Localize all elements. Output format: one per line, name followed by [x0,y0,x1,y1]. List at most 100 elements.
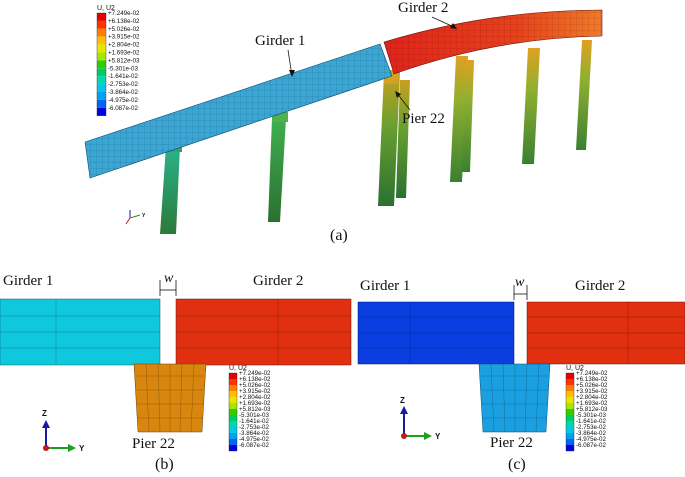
panel-b-gap-label: w [164,271,174,286]
legend-a-title: U, U2 [97,5,115,12]
legend-a-value: +7.249e-02 [108,10,140,17]
panel-a-axis-y: Y [142,213,146,219]
legend-a-swatch [97,107,106,116]
legend-b-swatch [229,415,237,421]
panel-a-girder2-arrowhead [450,23,457,29]
legend-b-value: -3.864e-02 [239,430,269,437]
panel-c-girder-mesh [358,302,685,364]
legend-c-value: +5.812e-03 [576,406,608,413]
legend-b-swatch [229,427,237,433]
legend-b-value: +5.812e-03 [239,406,271,413]
panel-c-girder1 [357,301,515,365]
panel-b-pier-label: Pier 22 [132,436,175,452]
pier-a-3 [378,72,400,206]
legend-c-swatch [566,433,574,439]
panel-a-girder2-label: Girder 2 [398,0,448,16]
legend-b-value: +1.693e-02 [239,400,271,407]
panel-c: Girder 1 Girder 2 w Z Y Pier 22 [357,275,685,473]
legend-c-value: +7.249e-02 [576,370,608,377]
legend-a: U, U2+7.249e-02+6.138e-02+5.026e-02+3.91… [96,5,140,116]
legend-a-value: +5.812e-03 [108,57,140,64]
legend-b-value: -2.753e-02 [239,424,269,431]
panel-a-piers [160,40,592,234]
legend-b-value: +6.138e-02 [239,376,271,383]
legend-c-value: +2.804e-02 [576,394,608,401]
legend-a-value: -1.641e-02 [108,73,138,80]
panel-b-girder2 [175,298,352,366]
legend-b-title: U, U2 [229,365,247,372]
legend-b: U, U2+7.249e-02+6.138e-02+5.026e-02+3.91… [228,365,271,452]
legend-c-swatch [566,409,574,415]
legend-b-swatch [229,439,237,445]
legend-a-swatch [97,44,106,53]
panel-c-caption: (c) [508,456,526,473]
panel-b-girder1 [0,298,161,366]
legend-a-swatch [97,36,106,45]
legend-c-swatch [566,385,574,391]
panel-b-pier [133,363,207,433]
panel-c-pier-label: Pier 22 [490,435,533,451]
legend-c-value: +3.915e-02 [576,388,608,395]
panel-c-girder2 [526,301,685,365]
panel-b: Girder 1 Girder 2 w Z Y Pier 22 [0,271,352,473]
legend-a-swatch [97,60,106,69]
panel-a: Girder 1 Girder 2 Pier 22 Y (a) [84,0,603,244]
panel-a-pier-arrowhead [395,91,401,98]
legend-a-value: +2.804e-02 [108,42,140,49]
legend-b-swatch [229,391,237,397]
pier-a-3b [396,80,410,198]
legend-c-title: U, U2 [566,365,584,372]
panel-c-axis-y: Y [435,432,441,441]
legend-c-swatch [566,427,574,433]
legend-c-swatch [566,439,574,445]
legend-a-swatch [97,99,106,108]
panel-b-axis-triad: Z Y [42,409,85,453]
legend-b-swatch [229,421,237,427]
legend-a-value: -6.087e-02 [108,105,138,112]
panel-a-axis-triad: Y [125,210,146,225]
legend-c-swatch [566,391,574,397]
pier-a-1 [160,146,180,234]
legend-b-swatch [229,403,237,409]
legend-a-swatch [97,68,106,77]
pier-a-6 [576,40,592,150]
panel-b-girder2-label: Girder 2 [253,273,303,289]
legend-a-swatch [97,84,106,92]
panel-c-girder1-label: Girder 1 [360,278,410,294]
legend-a-swatch [97,76,106,85]
legend-a-value: +5.026e-02 [108,26,140,33]
legend-a-value: +3.915e-02 [108,34,140,41]
legend-b-value: -4.975e-02 [239,436,269,443]
panel-a-girder1-label: Girder 1 [255,33,305,49]
panel-c-pier-mesh [480,363,549,433]
legend-a-value: +6.138e-02 [108,18,140,25]
legend-c-value: +6.138e-02 [576,376,608,383]
panel-a-caption: (a) [330,227,348,244]
legend-a-swatch [97,92,106,100]
legend-c-value: -2.753e-02 [576,424,606,431]
legend-b-value: +5.026e-02 [239,382,271,389]
legend-a-swatch [97,13,106,21]
pier-a-2 [268,118,286,222]
girder-2-mesh [384,10,602,74]
legend-b-value: -5.301e-03 [239,412,269,419]
legend-a-swatch [97,28,106,37]
legend-c-value: +5.026e-02 [576,382,608,389]
legend-b-swatch [229,433,237,439]
girder-1-mesh [85,44,392,178]
panel-c-axis-z: Z [400,396,405,405]
legend-c-value: +1.693e-02 [576,400,608,407]
panel-b-axis-y: Y [79,444,85,453]
panel-b-girder1-label: Girder 1 [3,273,53,289]
legend-b-swatch [229,409,237,415]
legend-a-value: -2.753e-02 [108,81,138,88]
legend-b-swatch [229,385,237,391]
legend-a-value: +1.693e-02 [108,50,140,57]
legend-b-swatch [229,445,237,451]
legend-b-value: +7.249e-02 [239,370,271,377]
panel-b-caption: (b) [155,456,174,473]
panel-a-pier-label: Pier 22 [402,111,445,127]
legend-c-swatch [566,415,574,421]
pier-a-2-cap [272,112,288,122]
